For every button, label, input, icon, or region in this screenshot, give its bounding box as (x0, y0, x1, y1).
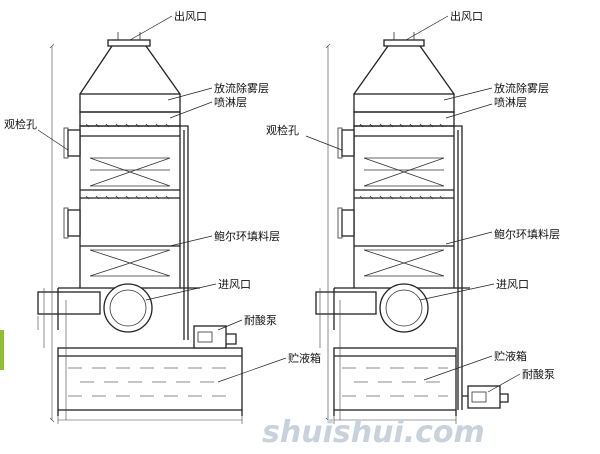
right-inspection-port-2 (341, 209, 355, 237)
left-label-inlet: 进风口 (218, 278, 251, 291)
left-label-pump: 耐酸泵 (244, 313, 277, 327)
right-inlet-duct (315, 291, 377, 315)
left-height-dim (49, 43, 55, 423)
right-label-inlet: 进风口 (496, 278, 529, 291)
right-label-outlet: 出风口 (450, 9, 483, 23)
left-demister-layer (79, 93, 181, 113)
right-inspection-port-1 (341, 129, 355, 157)
right-label-tank: 贮液箱 (494, 349, 527, 363)
left-inspection-port-1 (67, 129, 81, 157)
left-riser-pipe (180, 125, 189, 340)
right-label-pump: 耐酸泵 (522, 367, 555, 381)
left-label-inspection: 观检孔 (4, 117, 37, 131)
right-spray-layer (353, 111, 455, 127)
right-packing-lower (363, 249, 445, 277)
right-label-packing: 鲍尔环填料层 (494, 227, 560, 241)
right-label-spray: 喷淋层 (494, 96, 527, 109)
right-liquid-tank (333, 347, 457, 411)
right-tower (315, 32, 509, 424)
left-packing-lower (89, 249, 171, 277)
left-tower-shell (79, 125, 181, 289)
right-height-dim (325, 43, 331, 423)
left-label-spray: 喷淋层 (214, 96, 247, 109)
right-cone (353, 45, 455, 95)
left-liquid-tank (57, 347, 243, 411)
left-label-packing: 鲍尔环填料层 (214, 229, 280, 243)
right-label-demister: 放流除雾层 (494, 81, 549, 95)
left-tower (37, 32, 243, 424)
right-demister-layer (353, 93, 455, 113)
right-acid-pump (467, 385, 501, 409)
left-edge-accent (0, 330, 4, 370)
left-cone (79, 45, 181, 95)
left-packing-upper (89, 157, 171, 187)
left-outlet-flange (107, 39, 151, 47)
left-label-outlet: 出风口 (174, 9, 207, 23)
right-packing-upper (363, 157, 445, 187)
left-inspection-port-2 (67, 209, 81, 237)
right-inlet-circle (379, 283, 429, 333)
left-acid-pump (193, 325, 227, 349)
right-tower-shell (353, 125, 455, 289)
left-spray-layer (79, 111, 181, 127)
left-inlet-circle (103, 283, 153, 333)
left-label-demister: 放流除雾层 (214, 81, 269, 95)
right-label-inspection: 观检孔 (266, 123, 299, 137)
right-outlet-flange (383, 39, 425, 47)
left-label-tank: 贮液箱 (288, 351, 321, 365)
left-inlet-duct (37, 291, 101, 315)
leader-lines (37, 15, 521, 393)
right-riser-pipe (454, 125, 463, 410)
watermark: shuishui.com (262, 415, 485, 450)
